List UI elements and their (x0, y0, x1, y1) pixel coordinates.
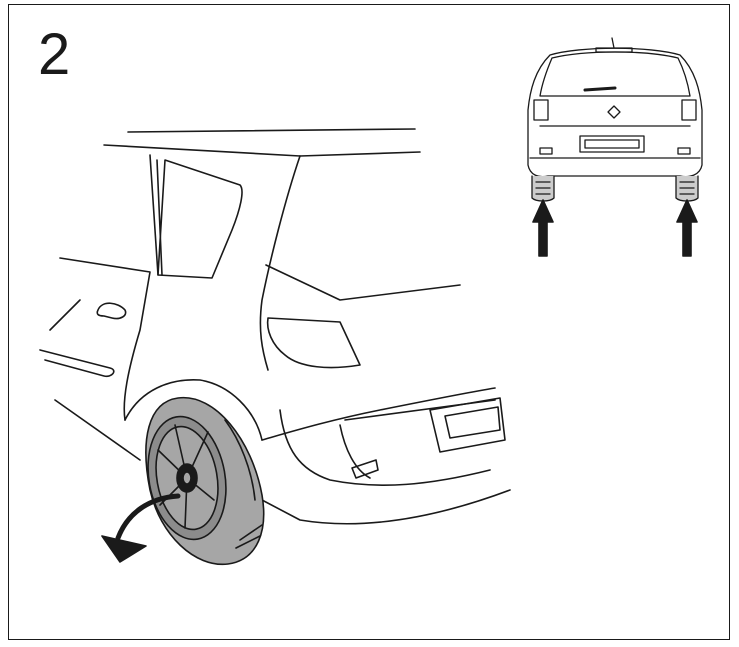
car-rear-view-inset (527, 37, 703, 202)
car-side-view (39, 128, 511, 525)
lift-arrow-icon (532, 199, 698, 257)
rotation-arrow-icon (101, 493, 181, 563)
step-number: 2 (38, 22, 71, 87)
rear-wheel (145, 396, 265, 566)
